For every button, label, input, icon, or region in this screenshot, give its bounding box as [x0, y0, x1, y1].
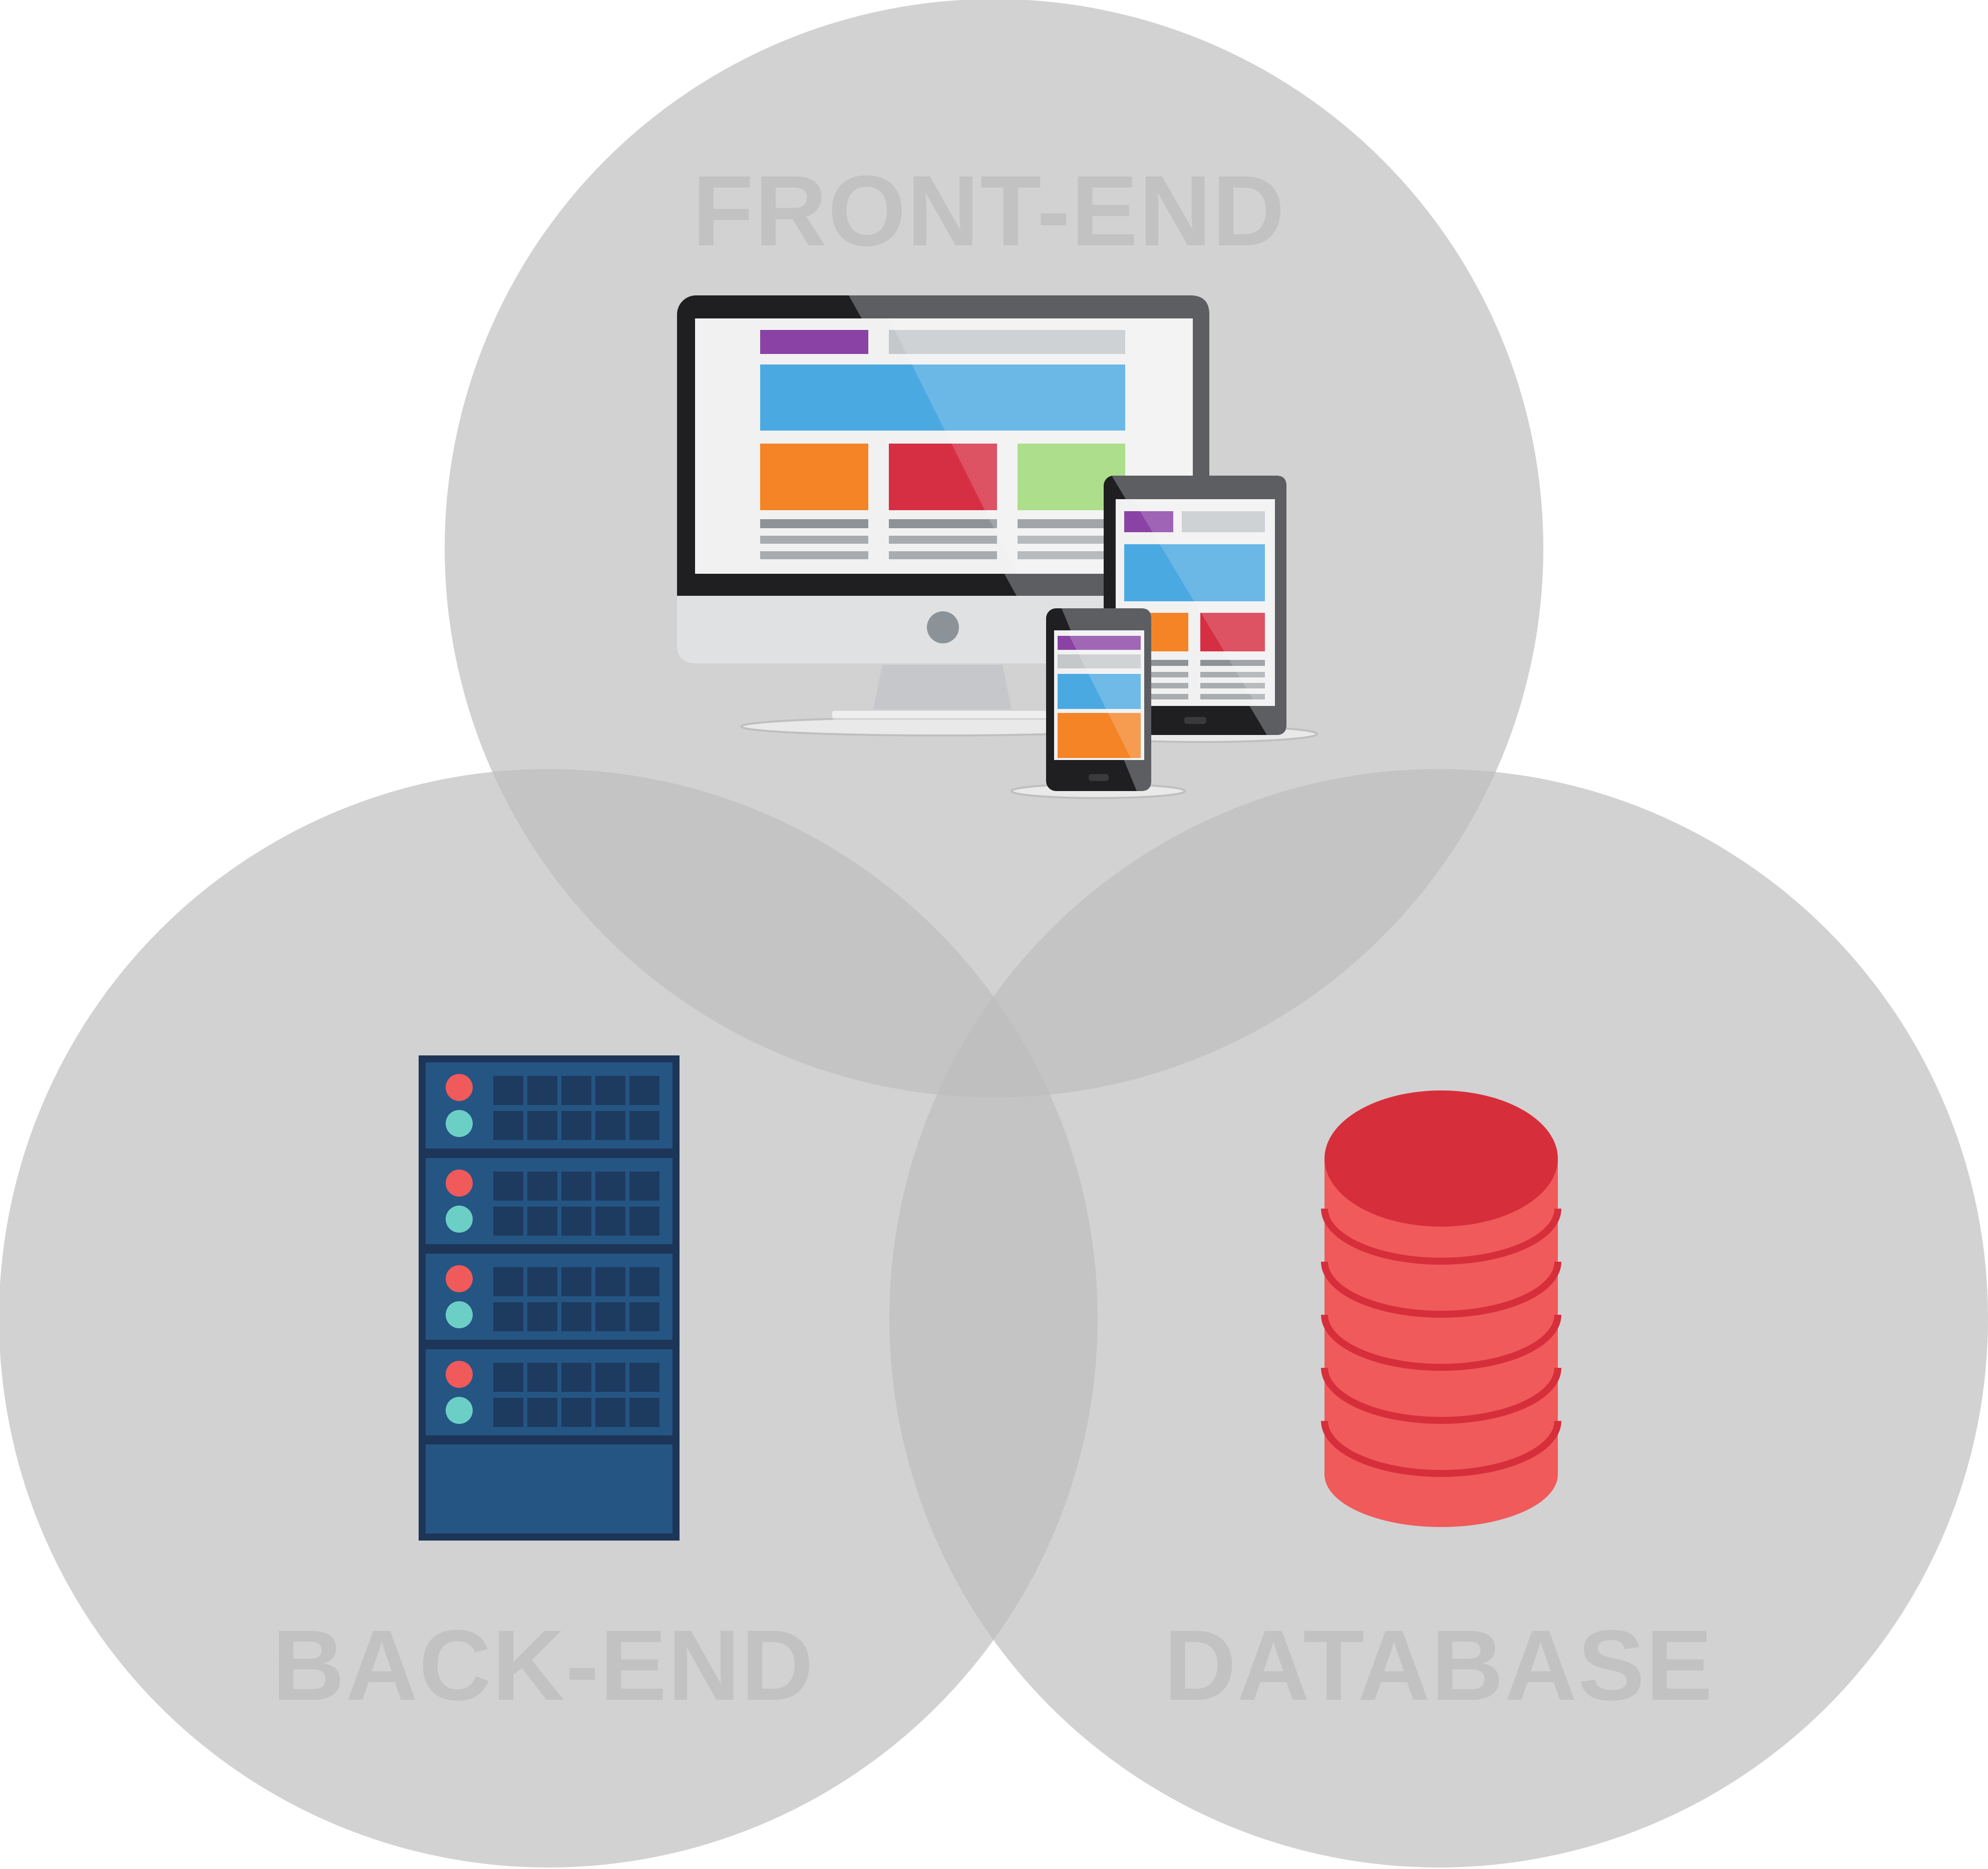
server-vent — [595, 1302, 625, 1331]
database-ring-2 — [1321, 1261, 1561, 1318]
database-label: DATABASE — [1164, 1610, 1713, 1721]
server-unit — [426, 1158, 673, 1244]
tablet-text-lines — [1124, 660, 1265, 699]
tablet-search-bar — [1182, 511, 1265, 532]
phone-icon — [1011, 608, 1186, 799]
server-vent — [493, 1111, 523, 1140]
front-end-label: FRONT-END — [693, 155, 1286, 267]
server-vent — [527, 1111, 557, 1140]
phone-nav-bar — [1058, 636, 1141, 650]
server-rack-icon — [419, 1055, 680, 1541]
screen-nav-bar — [760, 330, 868, 354]
server-vent — [527, 1267, 557, 1296]
server-vent — [595, 1076, 625, 1105]
server-unit — [426, 1254, 673, 1340]
phone-hero — [1058, 674, 1141, 709]
database-ring-5 — [1321, 1420, 1561, 1477]
screen-card-orange — [760, 444, 868, 510]
server-vent — [595, 1172, 625, 1201]
server-vent — [527, 1398, 557, 1427]
server-vent — [629, 1172, 659, 1201]
server-bottom-panel — [426, 1444, 673, 1534]
server-led-red-icon — [446, 1361, 473, 1388]
responsive-devices-icon — [677, 295, 1318, 799]
monitor-power-button — [927, 611, 959, 643]
server-vent — [629, 1111, 659, 1140]
server-vent — [493, 1363, 523, 1392]
server-vent — [595, 1267, 625, 1296]
screen-hero-banner — [760, 364, 1125, 431]
server-vent — [527, 1207, 557, 1236]
monitor-stand — [872, 665, 1013, 714]
server-vent — [561, 1267, 591, 1296]
server-vent — [629, 1363, 659, 1392]
server-led-teal-icon — [446, 1110, 473, 1137]
server-vent — [527, 1302, 557, 1331]
server-vent — [493, 1172, 523, 1201]
back-end-label: BACK-END — [272, 1610, 815, 1721]
server-vent — [493, 1207, 523, 1236]
tablet-hero — [1124, 544, 1265, 601]
database-cylinder-icon — [1321, 1090, 1561, 1527]
server-vent — [595, 1111, 625, 1140]
phone-screen-glare — [1067, 630, 1144, 760]
server-vent — [629, 1267, 659, 1296]
server-led-teal-icon — [446, 1206, 473, 1233]
screen-search-bar — [889, 330, 1125, 354]
phone-camera — [1096, 618, 1103, 625]
server-vent — [595, 1207, 625, 1236]
database-top — [1324, 1090, 1558, 1227]
server-vent — [527, 1076, 557, 1105]
server-vent — [561, 1363, 591, 1392]
server-vent — [493, 1398, 523, 1427]
phone-card-orange — [1058, 713, 1141, 758]
database-ring-4 — [1321, 1367, 1561, 1424]
phone-home-button — [1089, 774, 1109, 781]
tablet-screen-glare — [1133, 499, 1275, 706]
server-vent — [561, 1207, 591, 1236]
server-vent — [595, 1398, 625, 1427]
tablet-card-red — [1200, 613, 1265, 651]
server-led-red-icon — [446, 1265, 473, 1292]
server-vent — [493, 1267, 523, 1296]
server-vent — [629, 1076, 659, 1105]
monitor-foot — [830, 709, 1053, 720]
server-vent — [561, 1172, 591, 1201]
database-ring-3 — [1321, 1314, 1561, 1371]
database-ring-1 — [1321, 1208, 1561, 1265]
server-vent — [493, 1076, 523, 1105]
server-vent — [493, 1302, 523, 1331]
tablet-nav-bar — [1124, 511, 1173, 532]
screen-text-lines — [760, 519, 1125, 559]
server-vent — [629, 1207, 659, 1236]
server-led-red-icon — [446, 1074, 473, 1101]
phone-search-bar — [1058, 654, 1141, 668]
server-unit — [426, 1062, 673, 1149]
server-vent — [561, 1302, 591, 1331]
server-vent — [561, 1111, 591, 1140]
server-vent — [561, 1398, 591, 1427]
screen-card-red — [889, 444, 997, 510]
server-vent — [527, 1363, 557, 1392]
server-vent — [527, 1172, 557, 1201]
server-led-teal-icon — [446, 1397, 473, 1424]
server-led-red-icon — [446, 1170, 473, 1197]
server-vent — [629, 1398, 659, 1427]
tablet-home-button — [1184, 717, 1206, 724]
server-unit — [426, 1349, 673, 1435]
server-vent — [629, 1302, 659, 1331]
server-vent — [561, 1076, 591, 1105]
server-led-teal-icon — [446, 1301, 473, 1328]
server-vent — [595, 1363, 625, 1392]
